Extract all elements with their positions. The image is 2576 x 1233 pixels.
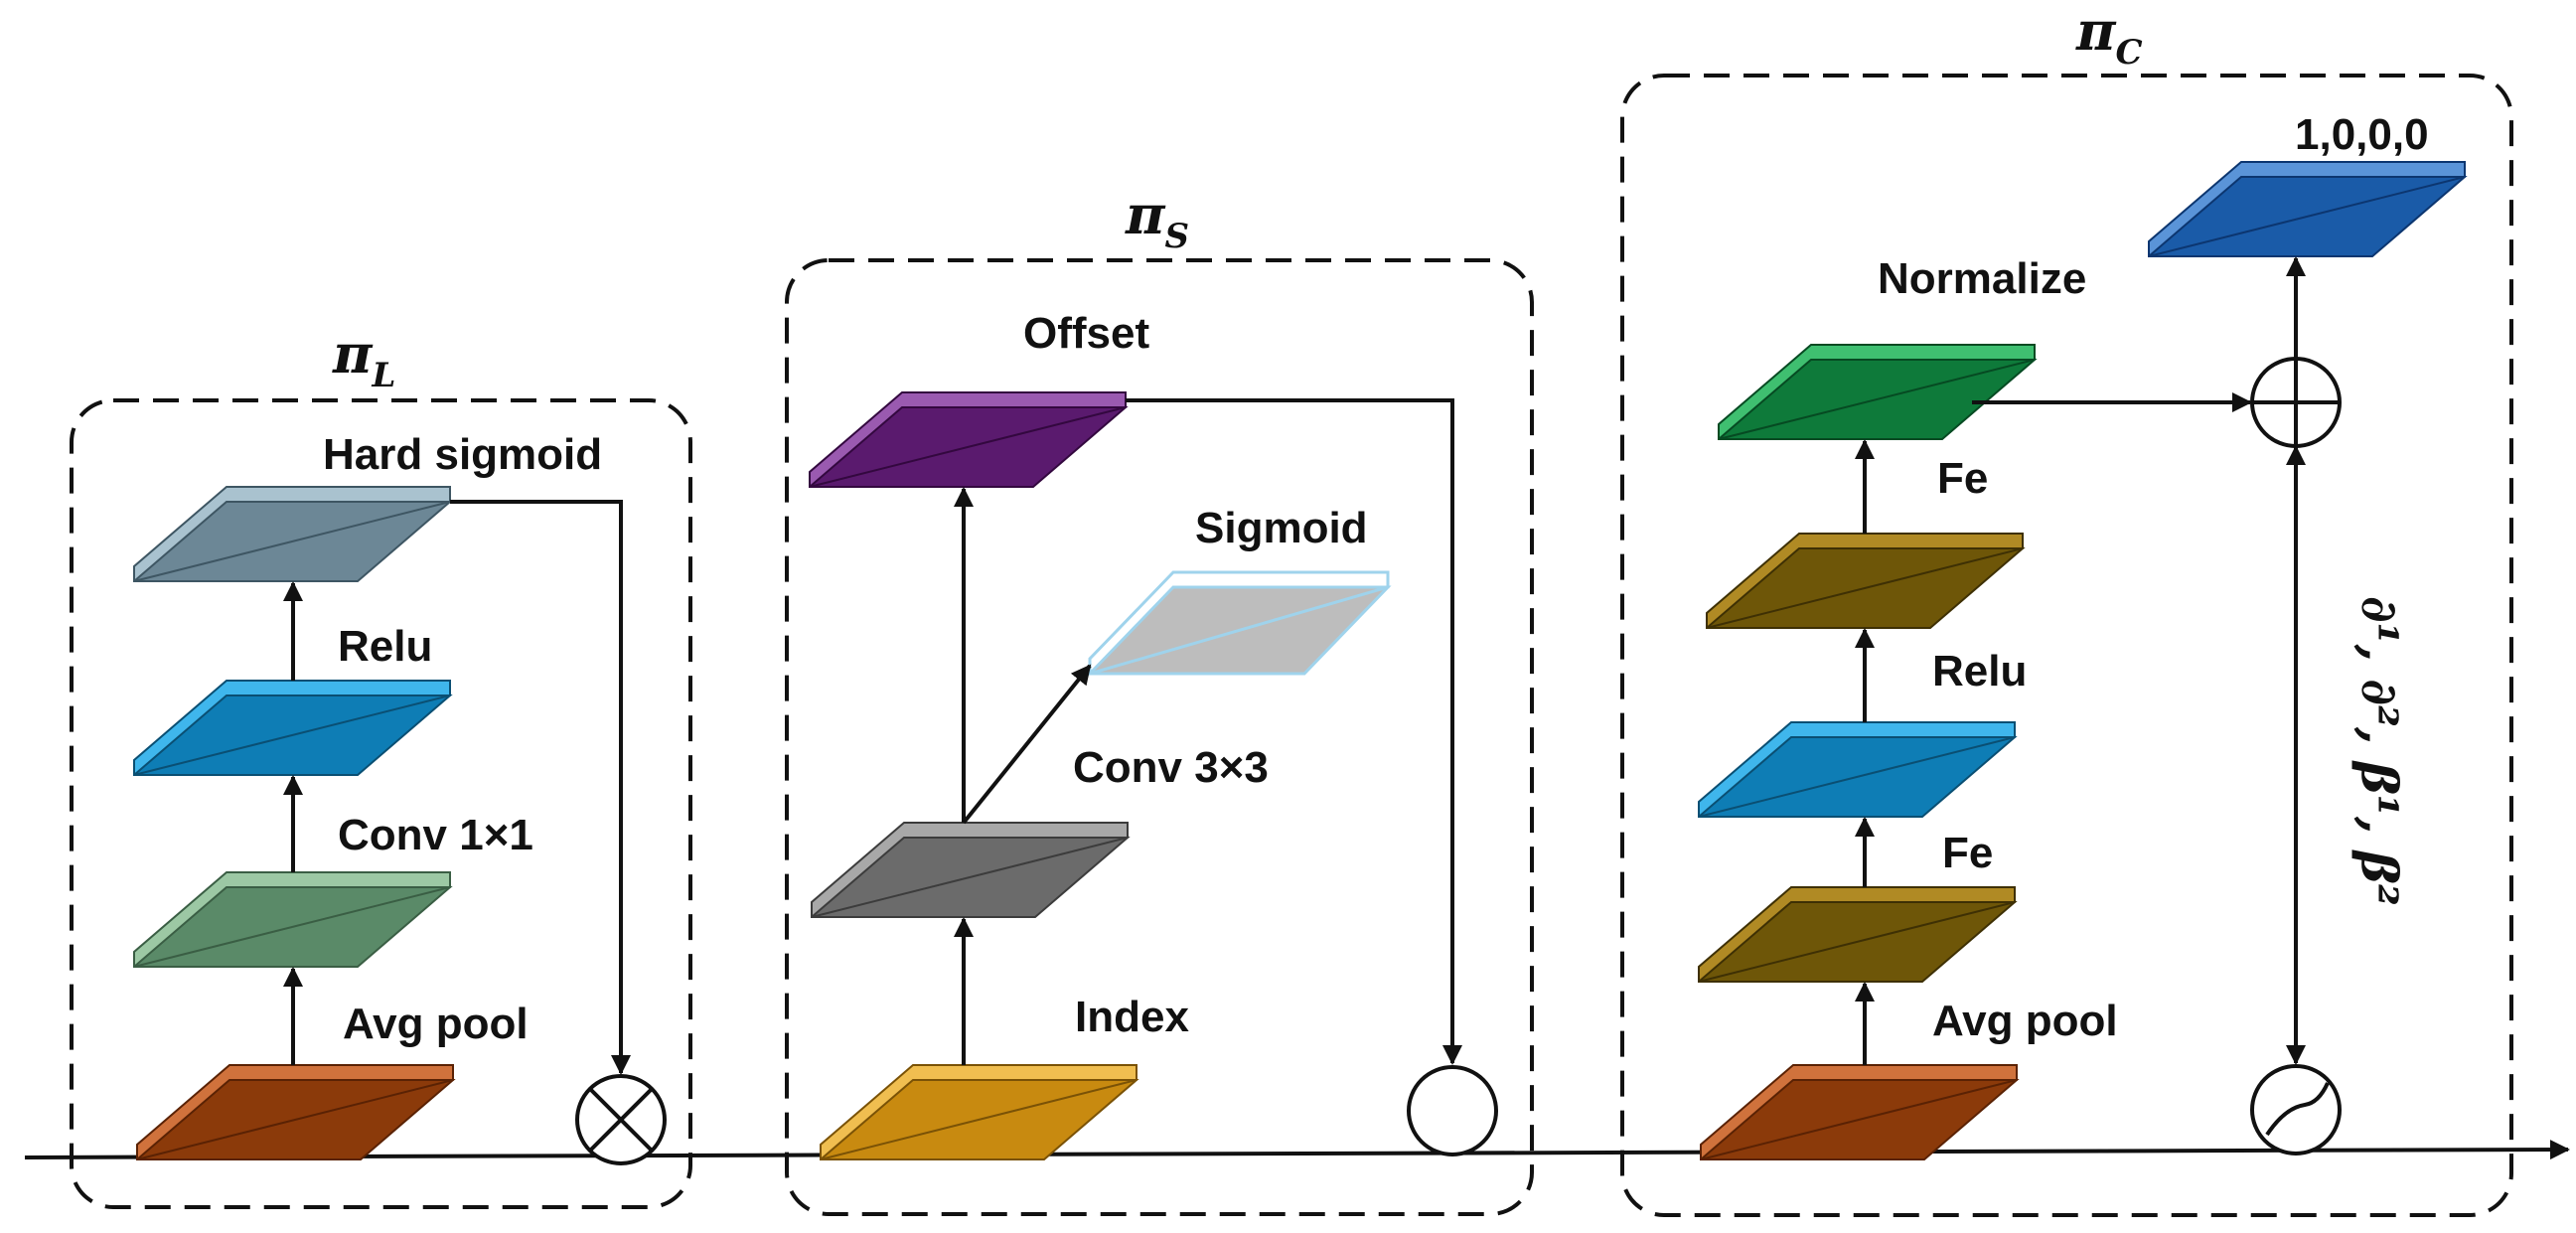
- add-operator: [2250, 357, 2342, 448]
- module-pi-l: πL Hard sigmoid Relu Conv 1×1: [70, 322, 692, 1209]
- label-relu: Relu: [338, 622, 432, 671]
- label-hard-sigmoid: Hard sigmoid: [323, 430, 602, 479]
- label-relu-c: Relu: [1932, 647, 2027, 695]
- module-pi-c: πC 1,0,0,0 Normalize Fe Relu: [1620, 0, 2513, 1217]
- layer-relu-c: [1698, 721, 2018, 818]
- multiply-operator: [575, 1074, 667, 1165]
- module-pi-l-border: [70, 398, 692, 1209]
- label-index: Index: [1075, 993, 1189, 1041]
- label-conv-3x3: Conv 3×3: [1073, 743, 1269, 792]
- module-pi-s-title: πS: [1125, 183, 1189, 256]
- layer-hard-sigmoid: [133, 486, 453, 582]
- label-avg-pool-l: Avg pool: [343, 1000, 529, 1048]
- layer-fe-top: [1706, 533, 2026, 629]
- layer-conv-1x1: [133, 871, 453, 968]
- layer-relu: [133, 680, 453, 776]
- label-fe-bottom: Fe: [1942, 829, 1993, 877]
- layer-avg-pool-c: [1700, 1064, 2020, 1160]
- layer-conv-3x3: [811, 822, 1131, 918]
- label-avg-pool-c: Avg pool: [1932, 997, 2118, 1045]
- module-pi-l-title: πL: [332, 322, 395, 395]
- arrow-hardsigmoid-to-multiply: [450, 500, 631, 1075]
- label-normalize: Normalize: [1878, 254, 2086, 303]
- label-conv-1x1: Conv 1×1: [338, 811, 533, 859]
- label-init-values: 1,0,0,0: [2295, 110, 2429, 159]
- layer-index: [820, 1064, 1139, 1160]
- layer-init-values: [2148, 161, 2468, 257]
- module-pi-s-border: [785, 258, 1534, 1216]
- deform-operator: [1407, 1065, 1498, 1156]
- label-offset: Offset: [1023, 309, 1149, 358]
- module-pi-s: πS Offset Sigmoid Conv 3×3 I: [785, 183, 1534, 1216]
- label-sigmoid: Sigmoid: [1195, 504, 1368, 552]
- layer-normalize: [1718, 344, 2038, 440]
- module-pi-c-title: πC: [2075, 0, 2143, 73]
- module-pi-c-border: [1620, 74, 2513, 1217]
- label-dynamic-params: ∂¹, ∂², β¹, β²: [2350, 596, 2409, 906]
- layer-fe-bottom: [1698, 886, 2018, 983]
- activation-operator: [2250, 1064, 2342, 1156]
- arrow-offset-to-operator: [1126, 398, 1462, 1065]
- layer-avg-pool-l: [136, 1064, 456, 1160]
- arrow-conv-to-sigmoid: [962, 664, 1092, 825]
- main-flow-arrow: [24, 1140, 2570, 1160]
- label-fe-top: Fe: [1937, 454, 1988, 503]
- layer-sigmoid: [1085, 570, 1392, 678]
- layer-offset: [809, 391, 1129, 488]
